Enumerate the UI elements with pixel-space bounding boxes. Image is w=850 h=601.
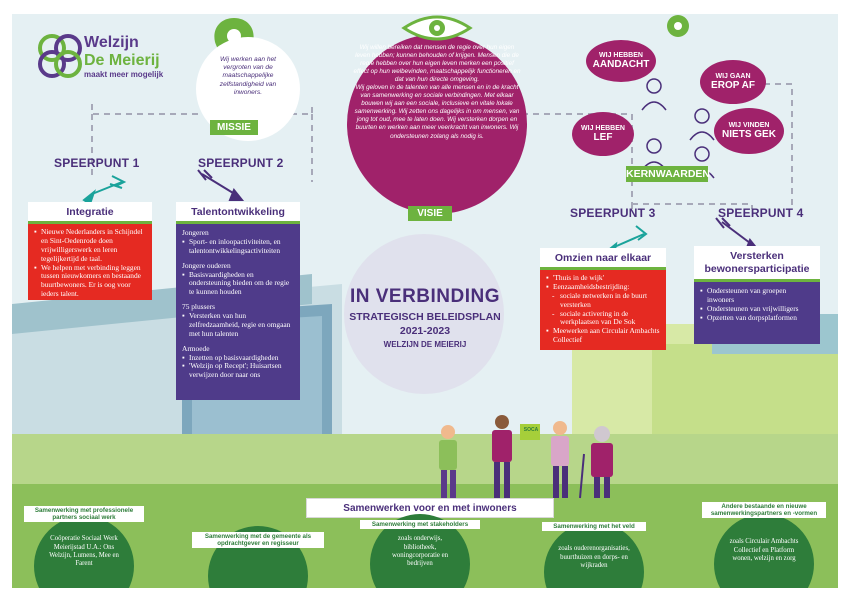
speerpunt-1-label: SPEERPUNT 1 [54,156,140,170]
speerpunt-4-title: Versterken bewonersparticipatie [694,246,820,282]
samenwerking-text: zoals ouderenorganisaties, buurthuizen e… [558,545,630,570]
speerpunt-1-body: Nieuwe Nederlanders in Schijndel en Sint… [28,224,152,300]
eye-icon [401,15,473,41]
samenwerking-text: zoals Circulair Ambachts Collectief en P… [729,538,799,563]
kernwaarde-small: WIJ GAAN [715,73,751,80]
list-item: Ondersteunen van groepen inwoners [700,286,814,305]
kernwaarde-small: WIJ VINDEN [728,122,770,129]
speerpunt-2-body: Jongeren Sport- en inloopactiviteiten, e… [176,224,300,400]
list-item: Sport- en inloopactiviteiten, en talento… [182,237,294,256]
samenwerking-circle-5: zoals Circulair Ambachts Collectief en P… [714,514,814,588]
people-illustration [439,415,613,499]
samenwerking-label-3: Samenwerking met stakeholders [360,520,480,530]
page-subtitle: STRATEGISCH BELEIDSPLAN [349,311,501,323]
list-item: Meewerken aan Circulair Ambachts Collect… [546,326,660,345]
logo-mark [38,34,82,78]
kernwaarden-label: KERNWAARDEN [626,166,710,182]
visie-text: Wij willen bereiken dat mensen de regie … [352,44,522,141]
missie-text: Wij werken aan het vergroten van de maat… [219,56,277,96]
kernwaarde-big: AANDACHT [592,59,650,70]
list-item: Inzetten op basisvaardigheden [182,353,294,363]
arrow-icon [82,175,127,206]
list-item: 'Thuis in de wijk' [546,273,660,283]
page-title: IN VERBINDING [349,286,501,307]
infographic-page: Welzijn De Meierij maakt meer mogelijk W… [12,14,838,588]
kernwaarde-big: LEF [593,132,613,143]
group-title: 75 plussers [182,302,216,312]
samenwerking-text: Coöperatie Sociaal Werk Meierijstad U.A.… [49,535,119,568]
page-years: 2021-2023 [399,325,451,337]
group-title: Armoede [182,343,210,353]
group-title: Jongeren [182,228,209,237]
speerpunt-1-title: Integratie [28,202,152,224]
samenwerking-label-1: Samenwerking met professionele partners … [24,506,144,523]
list-item: Basisvaardigheden en ondersteuning biede… [182,270,294,298]
group-title: Jongere ouderen [182,260,231,270]
page-org: WELZIJN DE MEIERIJ [383,340,467,349]
kernwaarde-small: WIJ HEBBEN [599,52,643,59]
speerpunt-4-body: Ondersteunen van groepen inwoners Onders… [694,282,820,344]
speerpunt-3-body: 'Thuis in de wijk' Eenzaamheidsbestrijdi… [540,270,666,350]
sign-text: SOCA [523,427,539,433]
list-item: 'Welzijn op Recept'; Huisartsen verwijze… [182,361,294,380]
visie-paragraph-1: Wij willen bereiken dat mensen de regie … [353,44,521,84]
missie-label: MISSIE [210,120,258,135]
speerpunt-3-title: Omzien naar elkaar [540,248,666,270]
samenwerking-text: zoals onderwijs, bibliotheek, woningcorp… [391,535,449,568]
kernwaarde-big: NIETS GEK [722,129,776,140]
speerpunt-2-label: SPEERPUNT 2 [198,156,284,170]
speerpunt-4-label: SPEERPUNT 4 [718,206,804,220]
list-subitem: sociale netwerken in de buurt versterken [546,291,660,310]
samenwerking-label-4: Samenwerking met het veld [542,522,646,532]
list-item: Ondersteunen van vrijwilligers [700,304,814,314]
visie-label: VISIE [408,206,452,221]
samenwerking-label-2: Samenwerking met de gemeente als opdrach… [192,532,324,549]
speerpunt-3-label: SPEERPUNT 3 [570,206,656,220]
visie-paragraph-2: Wij geloven in de talenten van alle mens… [354,84,520,140]
logo-name-line2: De Meierij [84,52,160,69]
kernwaarde-small: WIJ HEBBEN [581,125,625,132]
list-item: We helpen met verbinding leggen tussen n… [34,263,146,300]
list-item: Versterken van hun zelfredzaamheid, regi… [182,311,294,339]
samenwerking-label-5: Andere bestaande en nieuwe samenwerkings… [702,502,826,519]
center-title-block: IN VERBINDING STRATEGISCH BELEIDSPLAN 20… [330,286,520,349]
logo-tagline: maakt meer mogelijk [84,70,164,79]
speerpunt-2-title: Talentontwikkeling [176,202,300,224]
logo-name-line1: Welzijn [84,34,139,51]
list-item: Eenzaamheidsbestrijding: [546,282,660,292]
list-item: Opzetten van dorpsplatformen [700,313,814,323]
list-subitem: sociale activering in de werkplaatsen va… [546,309,660,328]
list-item: Nieuwe Nederlanders in Schijndel en Sint… [34,227,146,264]
samenwerking-circle-1: Coöperatie Sociaal Werk Meierijstad U.A.… [34,516,134,588]
kernwaarde-big: EROP AF [711,80,755,91]
